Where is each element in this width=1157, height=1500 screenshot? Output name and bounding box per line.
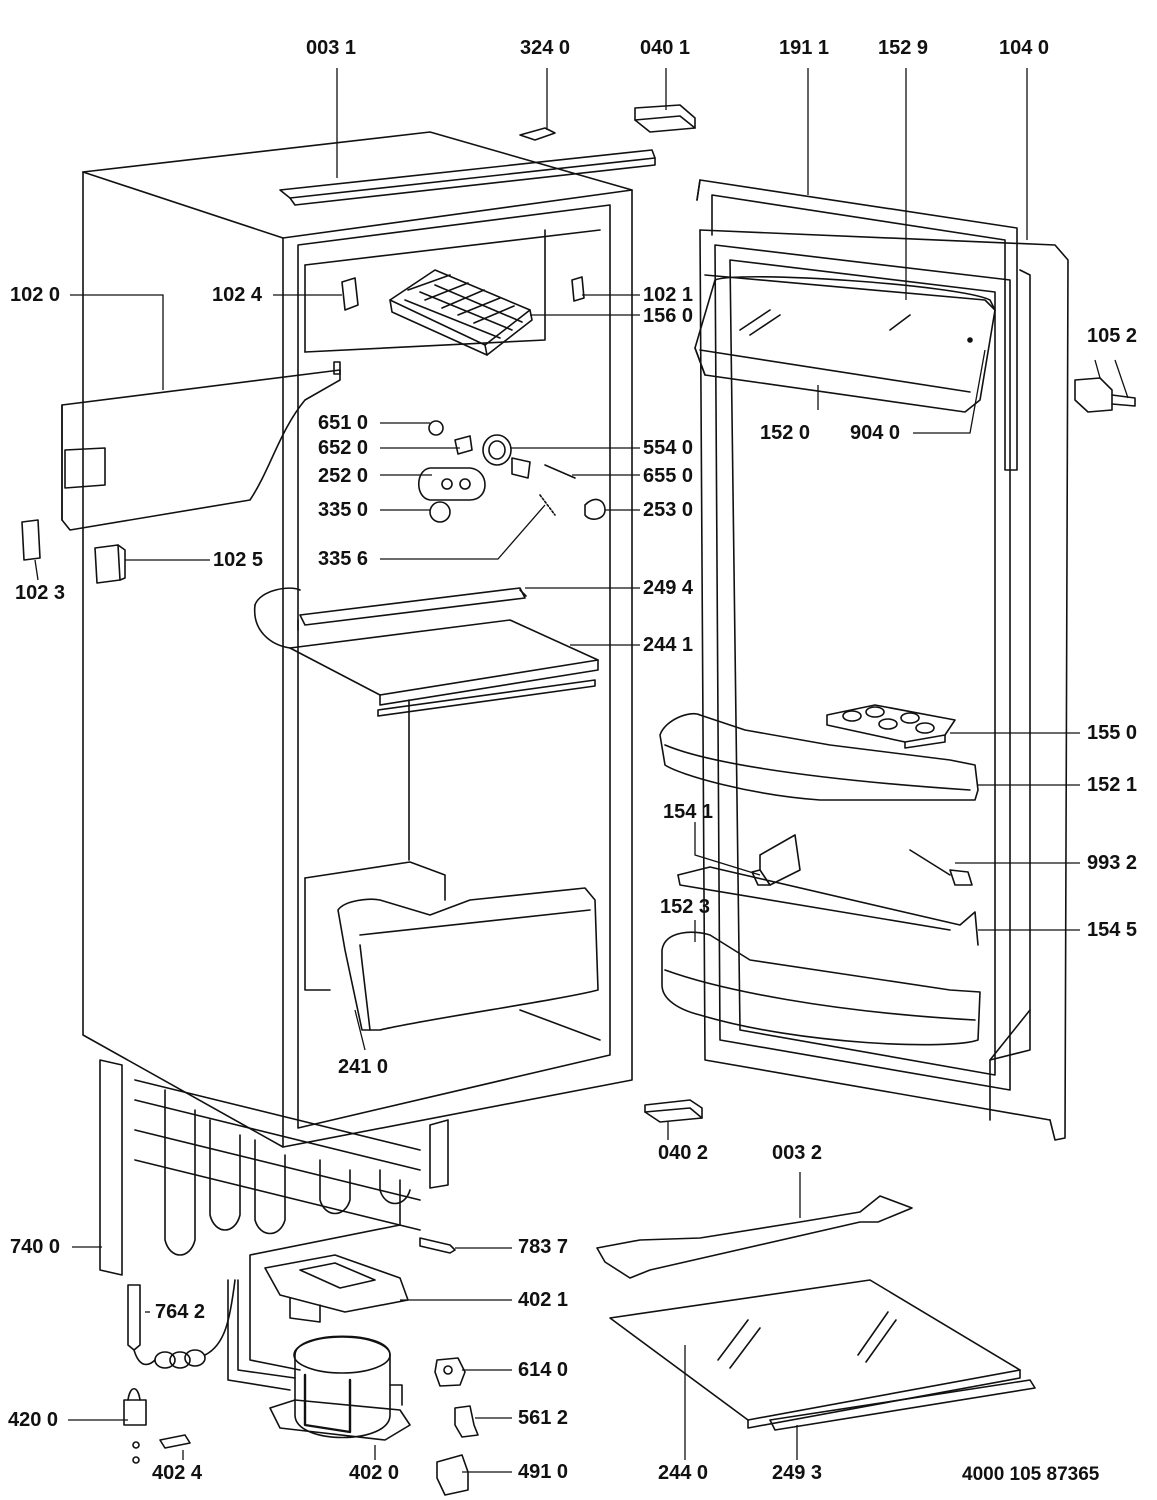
door-shelf-1521: [659, 713, 979, 801]
label-0402: 040 2: [658, 1142, 709, 1164]
label-1550: 155 0: [1087, 722, 1138, 744]
shelf-edge-2494: [297, 587, 527, 631]
shelf-2441: [253, 587, 599, 717]
label-1541: 154 1: [663, 801, 714, 823]
label-2410: 241 0: [338, 1056, 389, 1078]
tray-4021: [264, 1254, 409, 1323]
top-strip-0031: [279, 127, 656, 206]
parts-1023-1025: [21, 519, 126, 584]
shelf-edge-2493: [769, 1379, 1036, 1431]
thermostat-parts: [417, 420, 606, 523]
capillary-parts: [123, 1279, 236, 1464]
label-1023: 102 3: [15, 582, 66, 604]
cover-4910: [436, 1454, 469, 1496]
label-6550: 655 0: [643, 465, 694, 487]
label-1911: 191 1: [779, 37, 830, 59]
label-1520: 152 0: [760, 422, 811, 444]
ice-tray-1560: [389, 269, 533, 356]
overload-5612: [454, 1405, 479, 1438]
hinge-0402: [644, 1099, 703, 1123]
label-2440: 244 0: [658, 1462, 709, 1484]
key-9932: [909, 849, 973, 886]
label-5540: 554 0: [643, 437, 694, 459]
diagram-reference-number: 4000 105 87365: [962, 1464, 1100, 1485]
label-9040: 904 0: [850, 422, 901, 444]
label-7642: 764 2: [155, 1301, 206, 1323]
rail-1545: [677, 866, 979, 946]
hinge-0401: [634, 104, 696, 133]
label-7837: 783 7: [518, 1236, 569, 1258]
label-2530: 253 0: [643, 499, 694, 521]
label-5612: 561 2: [518, 1407, 569, 1429]
label-3350: 335 0: [318, 499, 369, 521]
label-4910: 491 0: [518, 1461, 569, 1483]
label-1521: 152 1: [1087, 774, 1138, 796]
label-1021: 102 1: [643, 284, 694, 306]
label-2493: 249 3: [772, 1462, 823, 1484]
clip-1021: [571, 276, 585, 302]
condenser-7400: [99, 1059, 449, 1276]
label-4024: 402 4: [152, 1462, 203, 1484]
label-6510: 651 0: [318, 412, 369, 434]
clip-1024: [341, 277, 359, 311]
label-0031: 003 1: [306, 37, 357, 59]
leader-lines: [34, 68, 1129, 1473]
glass-shelf-2440: [609, 1279, 1021, 1429]
label-1529: 152 9: [878, 37, 929, 59]
door-shelf-1523: [661, 931, 981, 1046]
label-4200: 420 0: [8, 1409, 59, 1431]
egg-tray-1550: [826, 704, 956, 749]
dairy-compartment: [694, 274, 996, 413]
label-1523: 152 3: [660, 896, 711, 918]
label-1545: 154 5: [1087, 919, 1138, 941]
label-0401: 040 1: [640, 37, 691, 59]
label-1024: 102 4: [212, 284, 263, 306]
pipe-b: [237, 1279, 296, 1379]
label-3240: 324 0: [520, 37, 571, 59]
label-1560: 156 0: [643, 305, 694, 327]
part-7837: [419, 1237, 456, 1254]
label-9932: 993 2: [1087, 852, 1138, 874]
label-2520: 252 0: [318, 465, 369, 487]
label-2441: 244 1: [643, 634, 694, 656]
cabinet-body: [82, 131, 633, 1148]
label-1052: 105 2: [1087, 325, 1138, 347]
hinge-1052: [1074, 377, 1136, 413]
side-trim-1020: [61, 361, 341, 531]
label-4020: 402 0: [349, 1462, 400, 1484]
label-1020: 102 0: [10, 284, 61, 306]
pipe-a: [227, 1279, 291, 1391]
label-4021: 402 1: [518, 1289, 569, 1311]
label-0032: 003 2: [772, 1142, 823, 1164]
label-6520: 652 0: [318, 437, 369, 459]
door-assembly: [696, 179, 1069, 1141]
crisper-2410: [304, 861, 599, 1031]
compressor-4020: [269, 1335, 411, 1441]
relay-6140: [434, 1357, 466, 1387]
pipe-c: [249, 1179, 401, 1371]
label-1040: 104 0: [999, 37, 1050, 59]
label-3356: 335 6: [318, 548, 369, 570]
label-1025: 102 5: [213, 549, 264, 571]
label-2494: 249 4: [643, 577, 694, 599]
bottle-holder-1541: [751, 834, 801, 886]
bottom-strip-0032: [596, 1195, 913, 1279]
label-6140: 614 0: [518, 1359, 569, 1381]
label-7400: 740 0: [10, 1236, 61, 1258]
